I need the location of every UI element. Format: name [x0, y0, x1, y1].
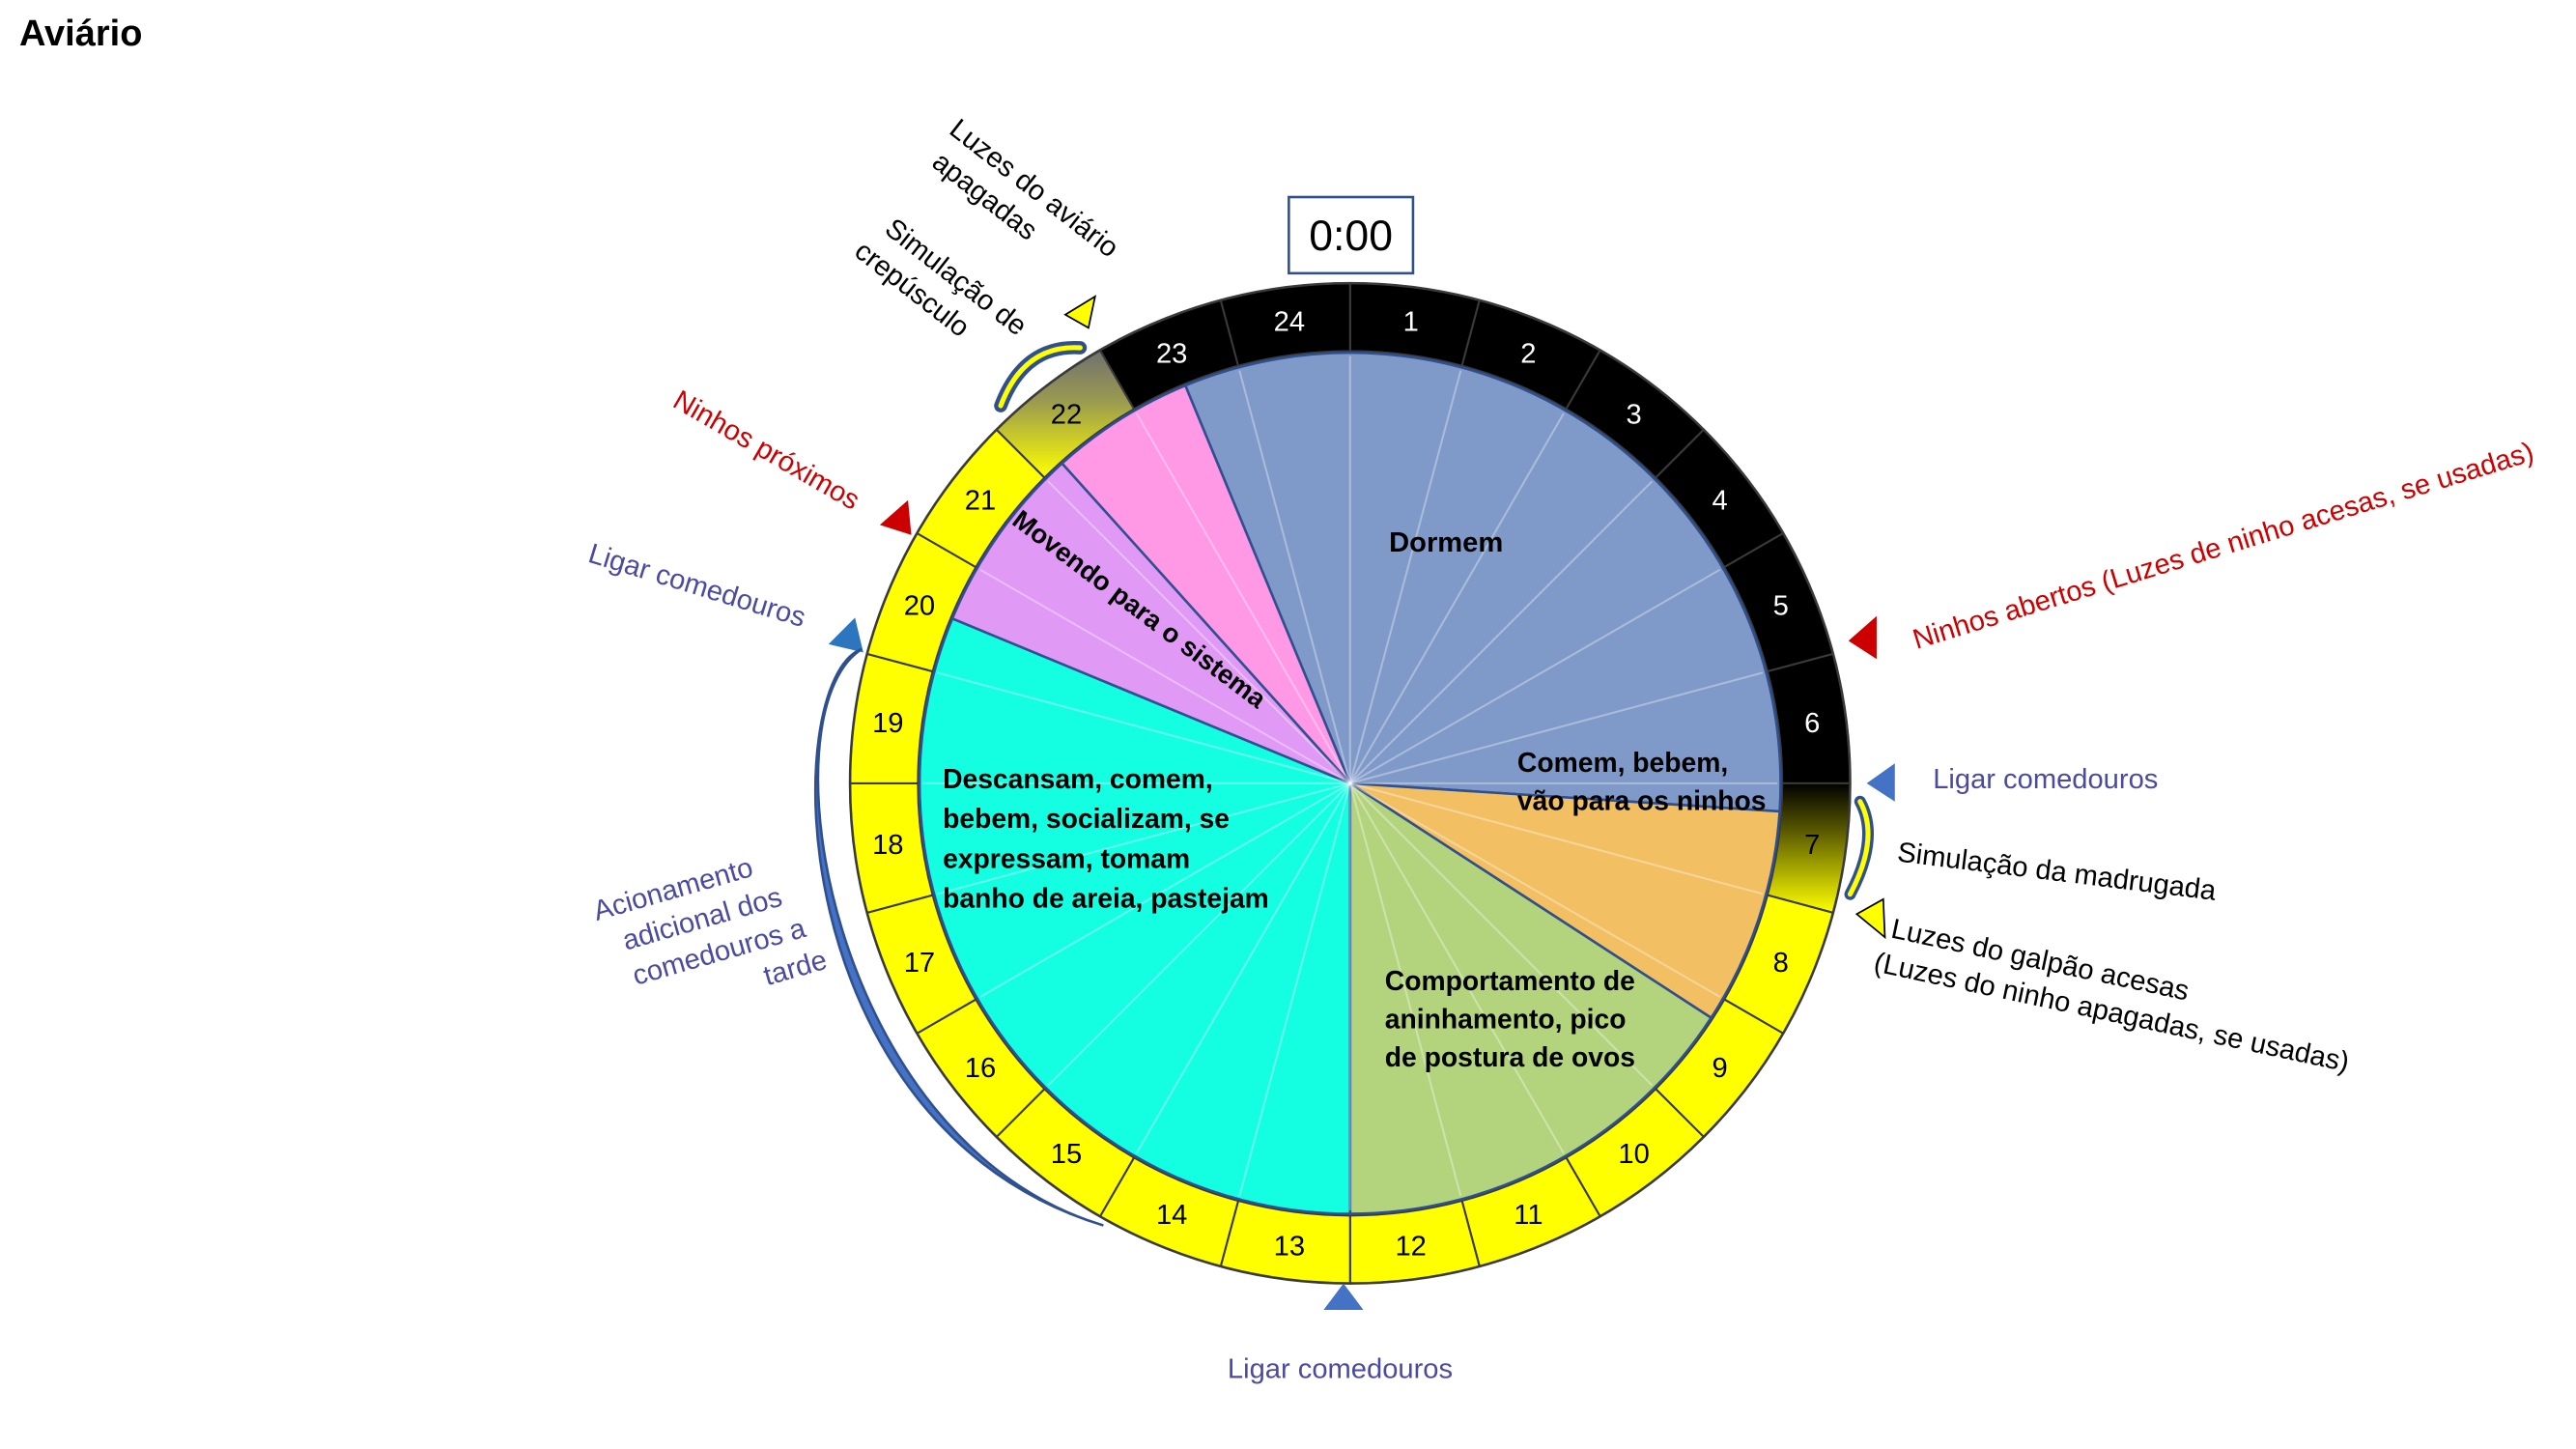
hour-spokes — [922, 355, 1778, 1211]
dawn-bracket-inner — [1847, 799, 1871, 897]
wedge-moving — [950, 461, 1351, 785]
page-title: Aviário — [19, 14, 143, 54]
spoke — [1238, 370, 1351, 784]
blue-triangle-icon — [1866, 763, 1895, 802]
red-triangle-icon — [879, 499, 912, 535]
red-triangle-icon — [1848, 615, 1877, 660]
spoke — [979, 568, 1351, 784]
spoke — [1348, 782, 1462, 1197]
label-nesting-3: de postura de ovos — [1385, 1041, 1635, 1072]
blue-triangle-icon — [1323, 1283, 1364, 1310]
hour-label-13: 13 — [1274, 1232, 1305, 1263]
annot-nests-closed: Ninhos próximos — [667, 384, 864, 516]
label-rest-1: Descansam, comem, — [943, 763, 1213, 794]
wedge-eat-morning — [1345, 781, 1781, 1020]
activity-pie — [918, 351, 1782, 1215]
hour-label-19: 19 — [872, 708, 903, 739]
wedge-rest — [918, 616, 1352, 1215]
spoke — [1238, 782, 1351, 1197]
blue-triangle-icon — [828, 617, 863, 653]
spoke — [1047, 782, 1351, 1087]
annot-feeders-morning: Ligar comedouros — [1933, 764, 2158, 795]
hour-label-3: 3 — [1627, 399, 1642, 430]
spoke — [1349, 781, 1764, 895]
clock-label: 0:00 — [1309, 213, 1393, 260]
label-eat-morning-2: vão para os ninhos — [1517, 784, 1767, 815]
hour-label-16: 16 — [965, 1053, 996, 1084]
label-rest-3: expressam, tomam — [943, 842, 1190, 873]
hour-label-21: 21 — [965, 485, 996, 516]
label-eat-morning-1: Comem, bebem, — [1517, 747, 1728, 778]
wedge-sleep — [1183, 351, 1782, 813]
ring-outline — [848, 281, 1852, 1285]
label-nesting-1: Comportamento de — [1385, 965, 1635, 996]
yellow-triangle-icon — [1854, 897, 1886, 940]
clock-box — [1288, 195, 1415, 275]
hour-label-22: 22 — [1051, 399, 1082, 430]
hour-label-1: 1 — [1403, 307, 1419, 338]
hour-label-20: 20 — [904, 591, 935, 622]
hour-label-23: 23 — [1156, 338, 1187, 369]
spoke — [937, 781, 1351, 895]
spoke — [1349, 480, 1654, 784]
label-rest-4: banho de areia, pastejam — [943, 882, 1269, 913]
spoke — [1135, 782, 1351, 1154]
hour-label-6: 6 — [1804, 708, 1820, 739]
spoke — [979, 781, 1351, 998]
dusk-bracket-inner — [998, 345, 1083, 409]
spoke — [1349, 782, 1654, 1087]
spoke — [937, 671, 1351, 784]
hour-label-9: 9 — [1712, 1053, 1727, 1084]
hour-label-24: 24 — [1274, 307, 1305, 338]
label-sleep: Dormem — [1389, 527, 1503, 558]
hour-label-2: 2 — [1520, 338, 1536, 369]
spoke — [1348, 370, 1462, 784]
spoke — [1349, 781, 1721, 998]
hour-label-18: 18 — [872, 830, 903, 861]
spoke — [1349, 671, 1764, 784]
spoke — [1348, 412, 1565, 784]
hour-label-14: 14 — [1156, 1200, 1187, 1231]
hour-label-7: 7 — [1804, 830, 1820, 861]
hour-label-10: 10 — [1618, 1139, 1649, 1170]
annot-dawn: Simulação da madrugada — [1896, 838, 2219, 907]
hour-label-15: 15 — [1051, 1139, 1082, 1170]
label-nesting-2: aninhamento, pico — [1385, 1004, 1627, 1035]
hour-label-4: 4 — [1712, 485, 1727, 516]
wedge-pink — [1060, 384, 1351, 784]
afternoon-feeding-bracket — [813, 647, 1104, 1227]
hour-label-12: 12 — [1395, 1232, 1426, 1263]
annot-feeders-noon: Ligar comedouros — [1228, 1353, 1453, 1384]
hour-label-5: 5 — [1773, 591, 1789, 622]
hour-label-8: 8 — [1773, 948, 1789, 979]
spoke — [1135, 412, 1351, 784]
yellow-triangle-icon — [1063, 295, 1097, 329]
hour-label-17: 17 — [904, 948, 935, 979]
annot-nests-open: Ninhos abertos (Luzes de ninho acesas, s… — [1910, 437, 2537, 656]
wedge-nesting — [1348, 781, 1713, 1215]
spoke — [1349, 568, 1721, 784]
hour-label-11: 11 — [1514, 1200, 1543, 1231]
annot-feeders-evening: Ligar comedouros — [584, 538, 808, 634]
label-rest-2: bebem, socializam, se — [943, 803, 1230, 834]
spoke — [1348, 782, 1565, 1154]
spoke — [1047, 480, 1351, 784]
